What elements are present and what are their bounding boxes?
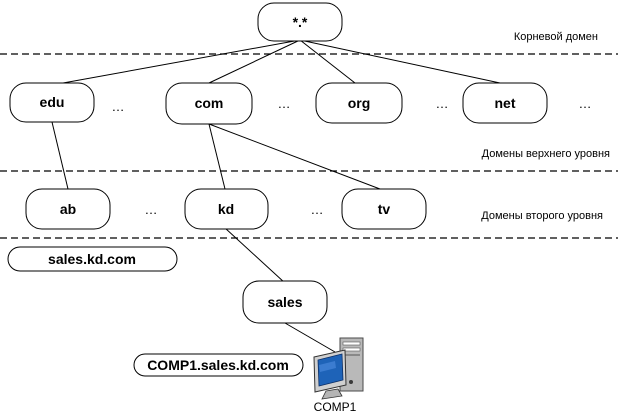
node-org-label: org: [348, 95, 371, 111]
fqdn-comp1-text: COMP1.sales.kd.com: [147, 357, 289, 373]
node-tv-label: tv: [378, 201, 391, 217]
level-label-second: Домены второго уровня: [481, 210, 603, 222]
edge-edu-ab: [51, 121, 69, 190]
ellipsis-5: …: [145, 202, 158, 217]
ellipsis-1: …: [112, 99, 125, 114]
node-kd-label: kd: [218, 201, 234, 217]
edge-com-tv: [208, 123, 381, 190]
ellipsis-2: …: [278, 96, 291, 111]
computer-label: COMP1: [314, 400, 357, 414]
ellipsis-4: …: [579, 96, 592, 111]
node-com-label: com: [195, 95, 224, 111]
node-sales-label: sales: [267, 294, 302, 310]
node-tv: tv: [341, 188, 427, 230]
node-ab: ab: [25, 188, 111, 230]
node-root-label: *.*: [293, 14, 308, 30]
ellipsis-3: …: [436, 96, 449, 111]
edge-sales-comp1: [284, 322, 336, 353]
node-net: net: [462, 82, 548, 124]
edge-kd-sales: [224, 227, 286, 284]
node-root: *.*: [257, 2, 343, 42]
computer-icon: [313, 337, 364, 400]
edge-root-net: [299, 39, 501, 84]
node-edu: edu: [9, 82, 95, 123]
node-net-label: net: [495, 95, 516, 111]
fqdn-sales-text: sales.kd.com: [48, 251, 136, 267]
node-kd: kd: [184, 188, 269, 230]
level-label-top: Домены верхнего уровня: [482, 148, 610, 160]
edge-root-edu: [51, 39, 301, 86]
node-ab-label: ab: [60, 201, 76, 217]
edge-com-kd: [208, 123, 226, 190]
ellipsis-6: …: [311, 202, 324, 217]
node-com: com: [165, 82, 253, 125]
node-edu-label: edu: [40, 94, 65, 110]
fqdn-comp1-label: COMP1.sales.kd.com: [133, 353, 304, 377]
node-sales: sales: [242, 280, 328, 324]
level-label-root: Корневой домен: [514, 31, 598, 43]
fqdn-sales-label: sales.kd.com: [7, 246, 178, 272]
edge-root-org: [299, 39, 356, 84]
edge-root-com: [208, 39, 301, 84]
node-org: org: [315, 82, 403, 124]
